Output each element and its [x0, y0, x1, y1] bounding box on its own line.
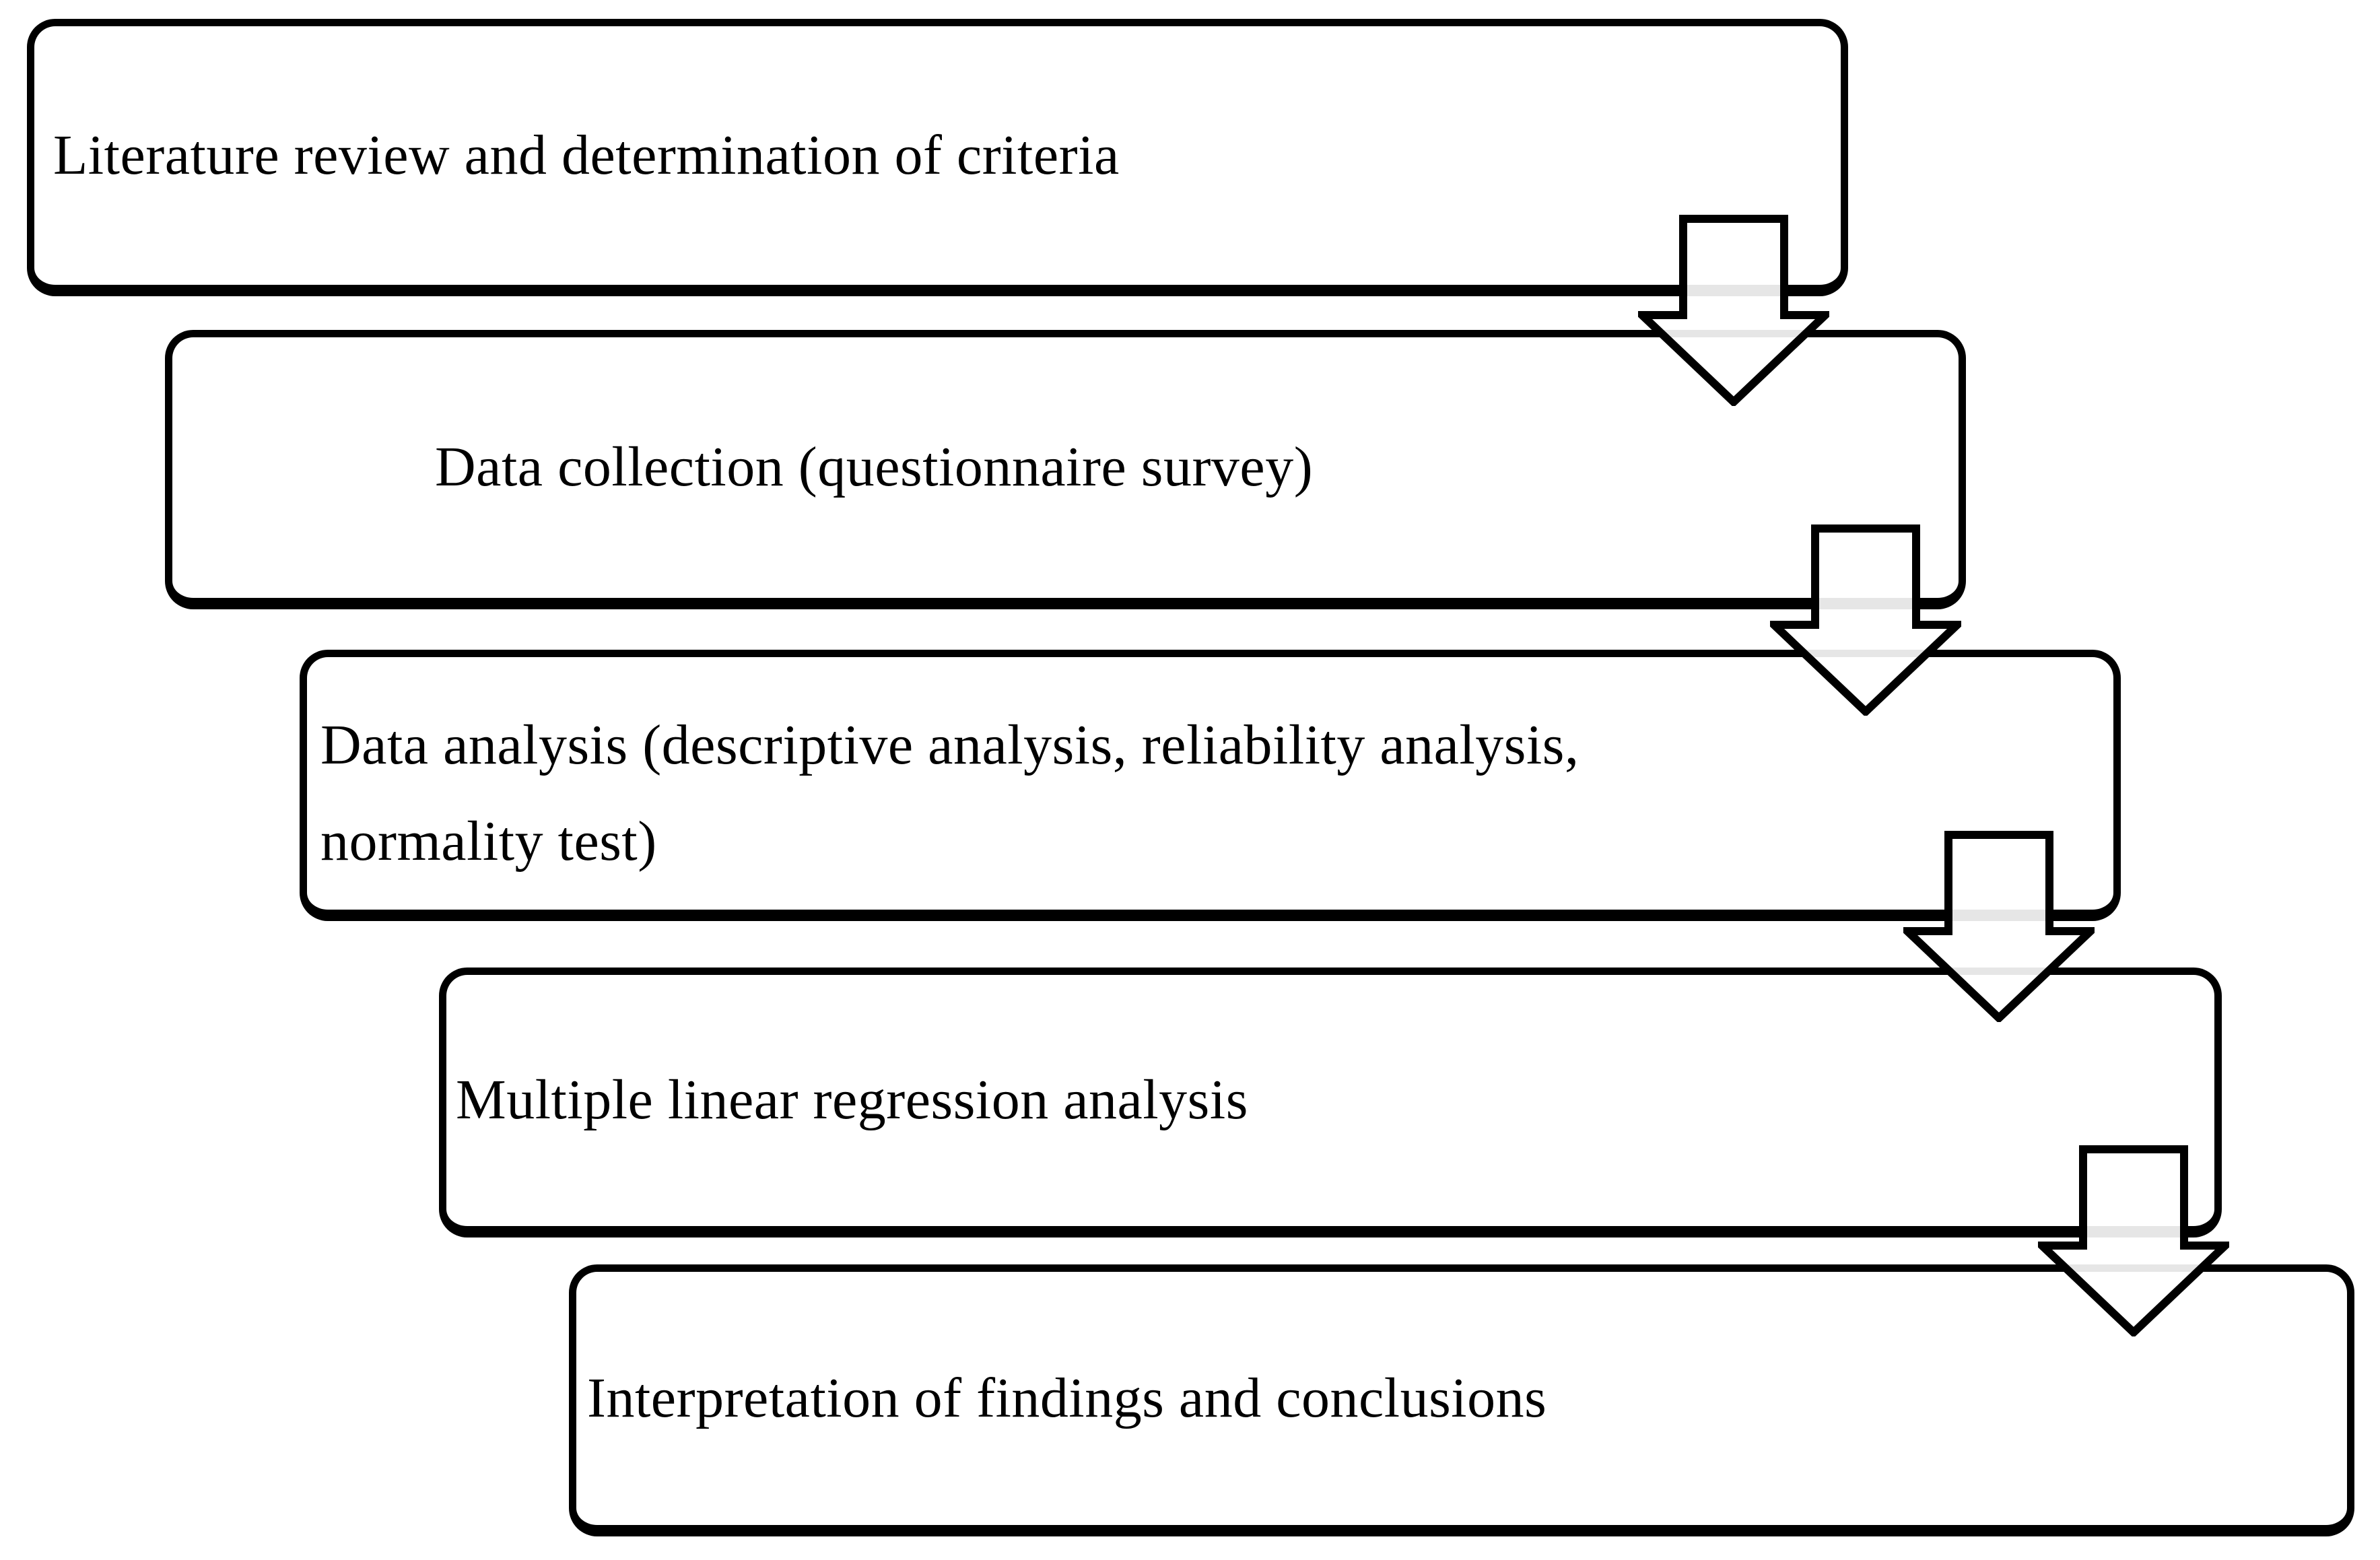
flow-step-interpretation: Interpretation of findings and conclusio… [569, 1264, 2354, 1536]
flow-step-label: Literature review and determination of c… [53, 123, 1120, 186]
flow-step-label: Multiple linear regression analysis [456, 1069, 1248, 1132]
flow-step-regression-analysis: Multiple linear regression analysis [439, 968, 2222, 1237]
flow-step-label: Interpretation of findings and conclusio… [587, 1366, 1547, 1429]
flow-step-data-analysis: Data analysis (descriptive analysis, rel… [300, 650, 2121, 921]
flow-step-label: Data analysis (descriptive analysis, rel… [320, 713, 1579, 873]
flow-step-literature-review: Literature review and determination of c… [27, 19, 1848, 296]
down-arrow-icon [1770, 524, 1961, 716]
down-arrow-icon [2038, 1145, 2229, 1336]
flow-step-data-collection: Data collection (questionnaire survey) [165, 330, 1966, 609]
down-arrow-icon [1903, 831, 2095, 1022]
flow-step-label: Data collection (questionnaire survey) [435, 436, 1314, 499]
down-arrow-icon [1638, 215, 1829, 406]
